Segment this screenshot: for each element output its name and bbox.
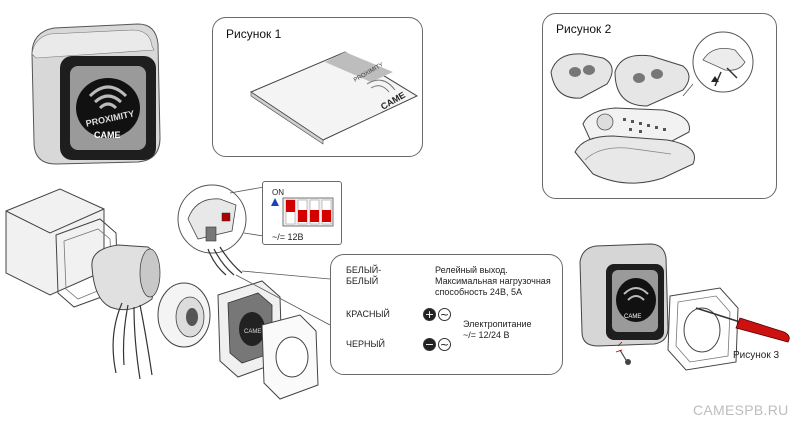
reader-device-illustration: PROXIMITY CAME xyxy=(31,23,161,165)
ac-symbol-icon-red: ~ xyxy=(438,308,451,321)
figure-1-title: Рисунок 1 xyxy=(226,27,282,41)
dip-switch-panel: ON ~/= 12В xyxy=(262,181,342,245)
ac-symbol-icon-black: ~ xyxy=(438,338,451,351)
plus-symbol-icon: + xyxy=(423,308,436,321)
key-fob-exploded-illustration xyxy=(550,31,754,184)
figure-3-title: Рисунок 3 xyxy=(733,350,780,361)
dip-on-label: ON xyxy=(272,188,284,197)
white-wire-label: БЕЛЫЙ- БЕЛЫЙ xyxy=(346,265,382,286)
exploded-assembly-illustration: CAME xyxy=(5,184,331,400)
minus-symbol-icon: − xyxy=(423,338,436,351)
proximity-card-illustration: PROXIMITY CAME xyxy=(249,51,419,145)
relay-output-description: Релейный выход. Максимальная нагрузочная… xyxy=(435,265,551,297)
figure-2-title: Рисунок 2 xyxy=(556,22,612,36)
reader-brand-text: CAME xyxy=(94,130,121,140)
svg-text:CAME: CAME xyxy=(624,314,641,320)
power-supply-description: Электропитание ~/= 12/24 В xyxy=(463,319,532,340)
figure-2-panel: Рисунок 2 xyxy=(542,13,777,199)
dip-voltage-label: ~/= 12В xyxy=(272,232,304,242)
dip-switch-block xyxy=(271,197,334,227)
black-wire-label: ЧЕРНЫЙ xyxy=(346,339,385,349)
red-wire-label: КРАСНЫЙ xyxy=(346,309,390,319)
figure-1-panel: Рисунок 1 PROXIMITY CAME xyxy=(212,17,423,157)
watermark-text: CAMESPB.RU xyxy=(693,402,789,418)
wiring-legend-panel: БЕЛЫЙ- БЕЛЫЙ Релейный выход. Максимальна… xyxy=(330,254,563,375)
svg-text:CAME: CAME xyxy=(244,329,261,335)
figure-3-illustration: CAME xyxy=(579,243,790,371)
